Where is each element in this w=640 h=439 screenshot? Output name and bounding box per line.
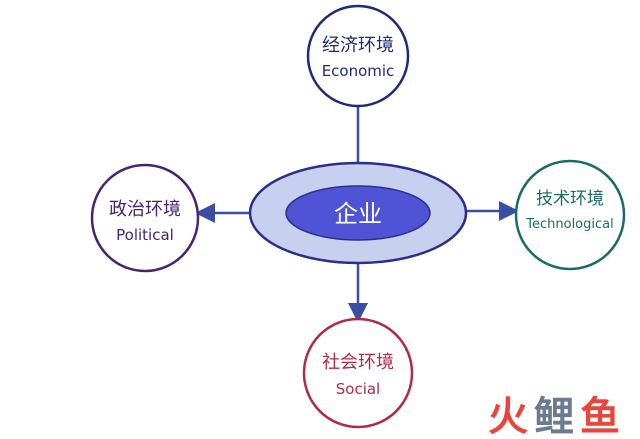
technological-label-zh: 技术环境 <box>536 189 604 209</box>
center-label: 企业 <box>334 200 382 228</box>
political-label-zh: 政治环境 <box>109 199 181 220</box>
political-label-en: Political <box>116 226 174 244</box>
watermark-glyph-1: 火 <box>488 394 528 439</box>
watermark-glyph-2: 鲤 <box>534 394 574 439</box>
technological-node <box>514 159 626 271</box>
economic-node <box>306 4 410 108</box>
watermark-logo: 火 鲤 鱼 <box>488 394 620 439</box>
social-node <box>302 317 414 429</box>
political-node <box>90 163 200 273</box>
technological-label-en: Technological <box>525 217 613 232</box>
economic-label-zh: 经济环境 <box>322 35 394 56</box>
watermark-glyph-3: 鱼 <box>580 394 620 439</box>
center-inner-ellipse <box>285 185 431 241</box>
social-label-zh: 社会环境 <box>322 352 394 373</box>
social-label-en: Social <box>336 380 380 398</box>
economic-label-en: Economic <box>322 62 395 80</box>
